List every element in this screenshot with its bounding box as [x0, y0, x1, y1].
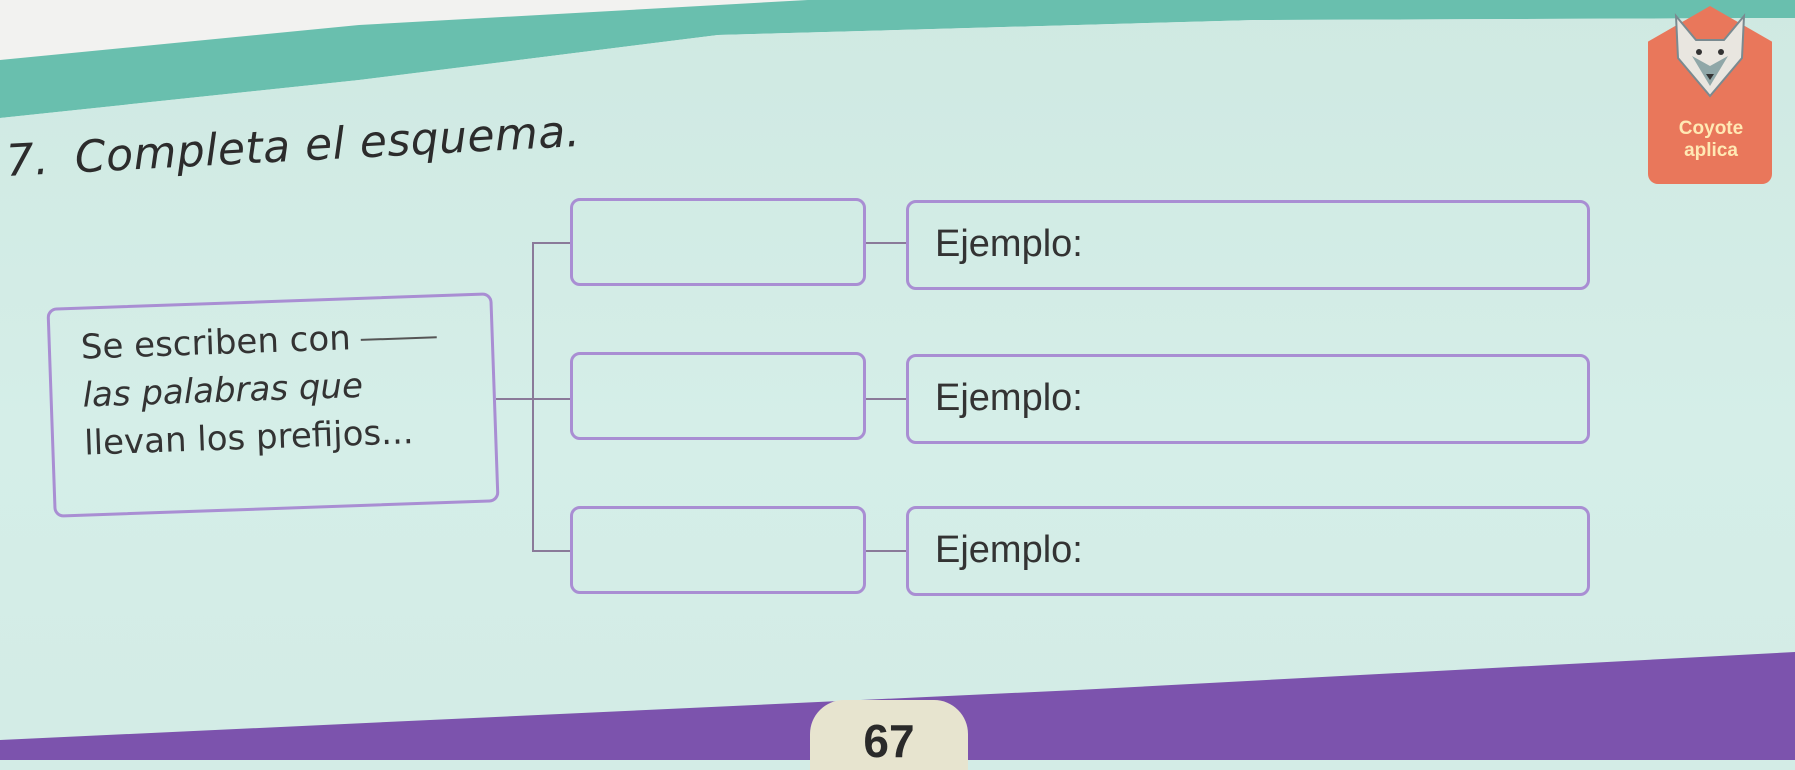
example-label: Ejemplo:	[935, 223, 1083, 265]
worksheet-page	[0, 18, 1795, 720]
rule-box: Se escriben con las palabras que llevan …	[46, 292, 500, 518]
example-box-3[interactable]: Ejemplo:	[906, 506, 1590, 596]
connector-example-2	[866, 398, 906, 400]
badge-label-line2: aplica	[1684, 140, 1738, 161]
prefix-box-3[interactable]	[570, 506, 866, 594]
connector-branch-2	[532, 398, 570, 400]
rule-line-3: llevan los prefijos...	[83, 412, 415, 464]
connector-branch-3	[532, 550, 570, 552]
page-number-tab	[810, 700, 968, 770]
connector-trunk	[532, 242, 534, 552]
rule-line-1: Se escriben con	[80, 315, 437, 368]
connector-branch-1	[532, 242, 570, 244]
badge-label-line1: Coyote	[1678, 118, 1744, 139]
rule-line-1-text: Se escriben con	[80, 318, 352, 368]
wolf-icon	[1674, 13, 1746, 98]
connector-example-1	[866, 242, 906, 244]
prefix-box-2[interactable]	[570, 352, 866, 440]
example-label: Ejemplo:	[935, 529, 1083, 571]
example-box-1[interactable]: Ejemplo:	[906, 200, 1590, 290]
exercise-number: 7.	[4, 133, 51, 187]
rule-line-2: las palabras que	[81, 365, 364, 416]
example-label: Ejemplo:	[935, 377, 1083, 419]
example-box-2[interactable]: Ejemplo:	[906, 354, 1590, 444]
rule-blank[interactable]	[360, 335, 437, 341]
badge-label: Coyote aplica	[1650, 118, 1772, 162]
prefix-box-1[interactable]	[570, 198, 866, 286]
connector-main	[496, 398, 534, 400]
page-number: 67	[863, 715, 915, 767]
connector-example-3	[866, 550, 906, 552]
